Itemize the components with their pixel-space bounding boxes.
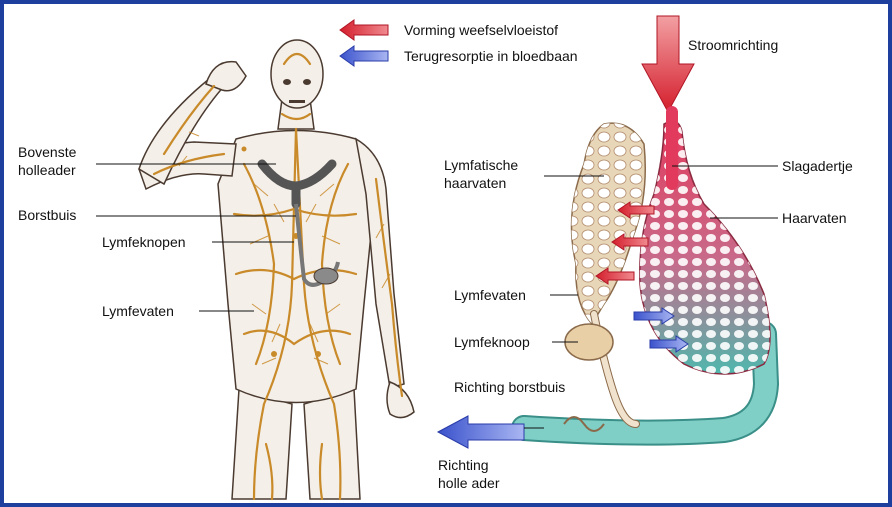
legend-formation-label: Vorming weefselvloeistof — [404, 22, 558, 38]
label-arteriole: Slagadertje — [782, 158, 853, 174]
lymphatic-capillary-mesh — [572, 123, 646, 324]
fist — [206, 62, 246, 91]
torso — [218, 131, 376, 403]
legend-red-arrow — [340, 20, 388, 40]
label-direction-duct: Richting borstbuis — [454, 379, 565, 395]
label-lymph-vessels-right: Lymfevaten — [454, 287, 526, 303]
legend-blue-arrow — [340, 46, 388, 66]
head — [271, 40, 323, 108]
label-direction-vein-2: holle ader — [438, 475, 500, 491]
label-lymph-node: Lymfeknoop — [454, 334, 530, 350]
label-lymph-capillaries-2: haarvaten — [444, 175, 506, 191]
diagram-frame: Bovenste holleader Borstbuis Lymfeknopen… — [4, 4, 888, 503]
left-leg — [232, 389, 292, 499]
label-superior-vena-cava-2: holleader — [18, 162, 76, 178]
cisterna-chyli — [314, 268, 338, 284]
label-superior-vena-cava-1: Bovenste — [18, 144, 77, 160]
capillary-mesh — [640, 121, 770, 374]
flow-direction-label: Stroomrichting — [688, 37, 778, 53]
right-leg — [304, 389, 360, 499]
label-lymph-nodes: Lymfeknopen — [102, 234, 186, 250]
label-capillaries: Haarvaten — [782, 210, 847, 226]
label-thoracic-duct: Borstbuis — [18, 207, 76, 223]
vena-cava-direction-arrow — [438, 416, 524, 448]
label-direction-vein-1: Richting — [438, 457, 489, 473]
human-body — [139, 40, 414, 499]
lymphatic-diagram: Bovenste holleader Borstbuis Lymfeknopen… — [4, 4, 888, 503]
legend-reabsorption-label: Terugresorptie in bloedbaan — [404, 48, 578, 64]
flow-direction-arrow — [642, 16, 694, 112]
label-lymph-vessels-left: Lymfevaten — [102, 303, 174, 319]
label-lymph-capillaries-1: Lymfatische — [444, 157, 518, 173]
